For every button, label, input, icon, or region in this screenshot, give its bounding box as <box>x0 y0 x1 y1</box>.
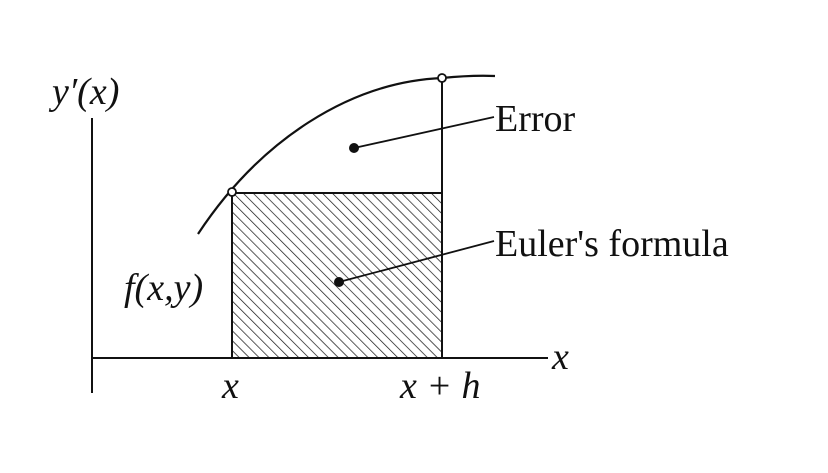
error-annotation: Error <box>495 98 576 140</box>
y-axis-label: y′(x) <box>48 71 119 113</box>
error-leader-line <box>353 116 495 149</box>
curve-point-left <box>227 187 237 197</box>
euler-annotation: Euler's formula <box>495 223 729 265</box>
tick-label-right: x + h <box>399 365 481 407</box>
curve-point-right <box>437 73 447 83</box>
rect-height-label: f(x,y) <box>124 267 203 309</box>
euler-leader-line <box>338 240 495 283</box>
euler-rectangle <box>231 192 443 359</box>
derivative-curve <box>197 74 496 235</box>
x-axis-label: x <box>551 336 569 378</box>
tick-label-left: x <box>221 365 239 407</box>
